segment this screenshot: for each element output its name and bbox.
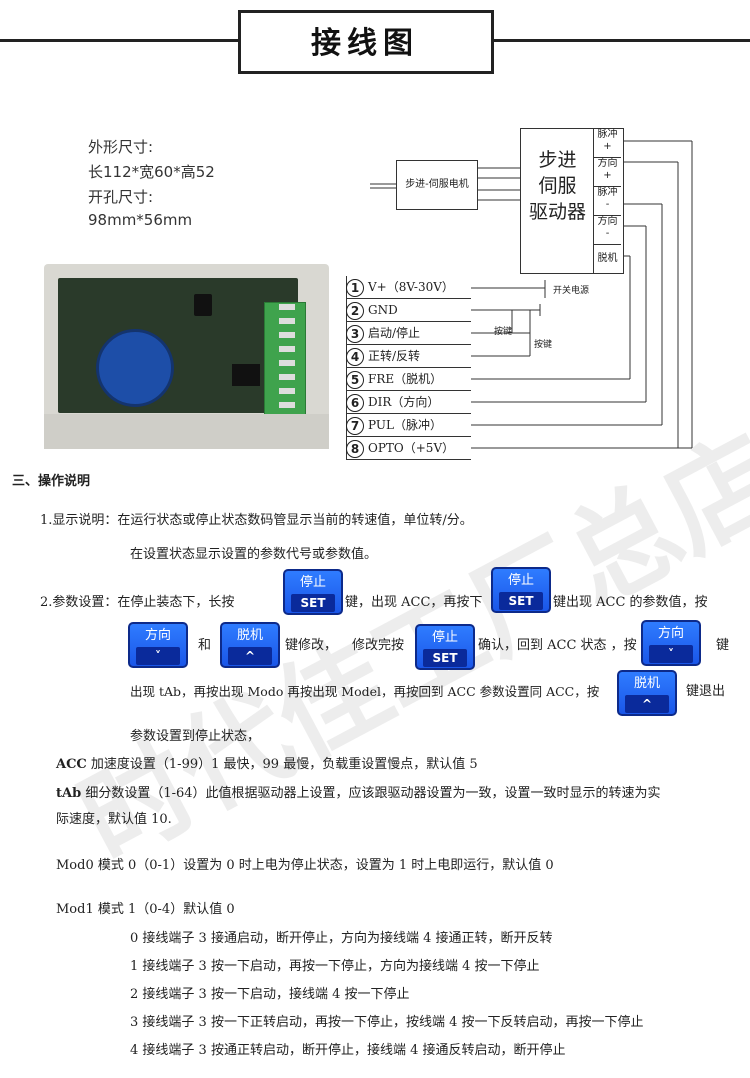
- dir-down-button-2[interactable]: 方向˅: [641, 620, 701, 666]
- driver-terminal-pul-minus: 脉冲-: [594, 187, 621, 216]
- header-rule-left: [0, 39, 240, 42]
- chip: [232, 364, 260, 386]
- driver-terminal-dir-plus: 方向+: [594, 158, 621, 187]
- ops-param-confirm: 确认，回到 ACC 状态 ，按: [478, 638, 637, 653]
- ops-param-and: 和: [198, 638, 212, 653]
- page-title: 接线图: [311, 26, 419, 61]
- key-label-1: 按键: [494, 327, 513, 337]
- ops-param-end: 参数设置到停止状态，: [130, 729, 261, 744]
- driver-terminal-offline: 脱机: [597, 253, 618, 264]
- driver-box: 步进 伺服 驱动器: [520, 128, 595, 274]
- wiring-lines: [370, 140, 693, 449]
- ops-heading: 三、操作说明: [12, 474, 91, 489]
- mode-4-desc: 4 接线端子 3 按通正转启动，断开停止，接线端 4 接通反转启动，断开停止: [130, 1043, 566, 1058]
- driver-label-3: 驱动器: [528, 201, 586, 223]
- potentiometer: [96, 329, 174, 407]
- mod0-desc: Mod0 模式 0（0-1）设置为 0 时上电为停止状态，设置为 1 时上电即运…: [56, 858, 554, 873]
- ops-param-done: 修改完按: [352, 638, 405, 653]
- motor-label: 步进-伺服电机: [405, 179, 469, 190]
- outer-size-value: 长112*宽60*高52: [88, 163, 215, 181]
- mode-0-desc: 0 接线端子 3 接通启动，断开停止，方向为接线端 4 接通正转，断开反转: [130, 931, 553, 946]
- header-rule-right: [488, 39, 750, 42]
- pcb-board: [58, 278, 298, 413]
- header-title-box: [238, 10, 494, 74]
- off-up-button-2[interactable]: 脱机^: [617, 670, 677, 716]
- housing-bottom: [44, 414, 329, 449]
- outer-size-label: 外形尺寸:: [88, 138, 154, 156]
- dir-down-button-1[interactable]: 方向˅: [128, 622, 188, 668]
- ops-line-1: 1.显示说明：在运行状态或停止状态数码管显示当前的转速值，单位转/分。: [40, 513, 473, 528]
- tab-desc-2: 际速度，默认值 10.: [56, 812, 172, 827]
- ops-param-b: 键，出现 ACC，再按下: [345, 595, 483, 610]
- ops-param-modify: 键修改，: [285, 638, 338, 653]
- ops-param-exit: 键退出: [686, 684, 726, 699]
- driver-terminal-block: 脉冲+ 方向+ 脉冲- 方向- 脱机: [593, 128, 624, 274]
- device-photo: [44, 264, 329, 449]
- driver-terminal-dir-minus: 方向-: [594, 216, 621, 245]
- off-up-button-1[interactable]: 脱机^: [220, 622, 280, 668]
- ops-param-a: 2.参数设置：在停止装态下，长按: [40, 595, 235, 610]
- ops-param-key: 键: [716, 638, 730, 653]
- driver-label-2: 伺服: [538, 175, 577, 197]
- tab-desc: tAb 细分数设置（1-64）此值根据驱动器上设置，应该跟驱动器设置为一致，设置…: [56, 786, 661, 801]
- ops-param-c: 键出现 ACC 的参数值，按: [553, 595, 708, 610]
- terminal-list: [346, 276, 472, 460]
- driver-terminal-pul-plus: 脉冲+: [594, 129, 621, 158]
- switch-power-label: 开关电源: [553, 286, 590, 296]
- mode-3-desc: 3 接线端子 3 按一下正转启动，再按一下停止，按线端 4 按一下反转启动，再按…: [130, 1015, 644, 1030]
- terminal-screws: [279, 304, 295, 412]
- driver-label-1: 步进: [538, 149, 577, 171]
- acc-desc: ACC 加速度设置（1-99）1 最快，99 最慢，负载重设置慢点，默认值 5: [56, 757, 478, 772]
- mode-2-desc: 2 接线端子 3 按一下启动，接线端 4 按一下停止: [130, 987, 410, 1002]
- motor-box: 步进-伺服电机: [396, 160, 478, 210]
- key-label-2: 按键: [534, 340, 553, 350]
- hole-size-label: 开孔尺寸:: [88, 188, 154, 206]
- ops-param-tab: 出现 tAb，再按出现 Modo 再按出现 Model，再按回到 ACC 参数设…: [130, 684, 600, 699]
- hole-size-value: 98mm*56mm: [88, 211, 193, 229]
- mod1-desc: Mod1 模式 1（0-4）默认值 0: [56, 902, 235, 917]
- ops-line-2: 在设置状态显示设置的参数代号或参数值。: [130, 547, 378, 562]
- mode-1-desc: 1 接线端子 3 按一下启动，再按一下停止，方向为接线端 4 按一下停止: [130, 959, 540, 974]
- capacitor: [194, 294, 212, 316]
